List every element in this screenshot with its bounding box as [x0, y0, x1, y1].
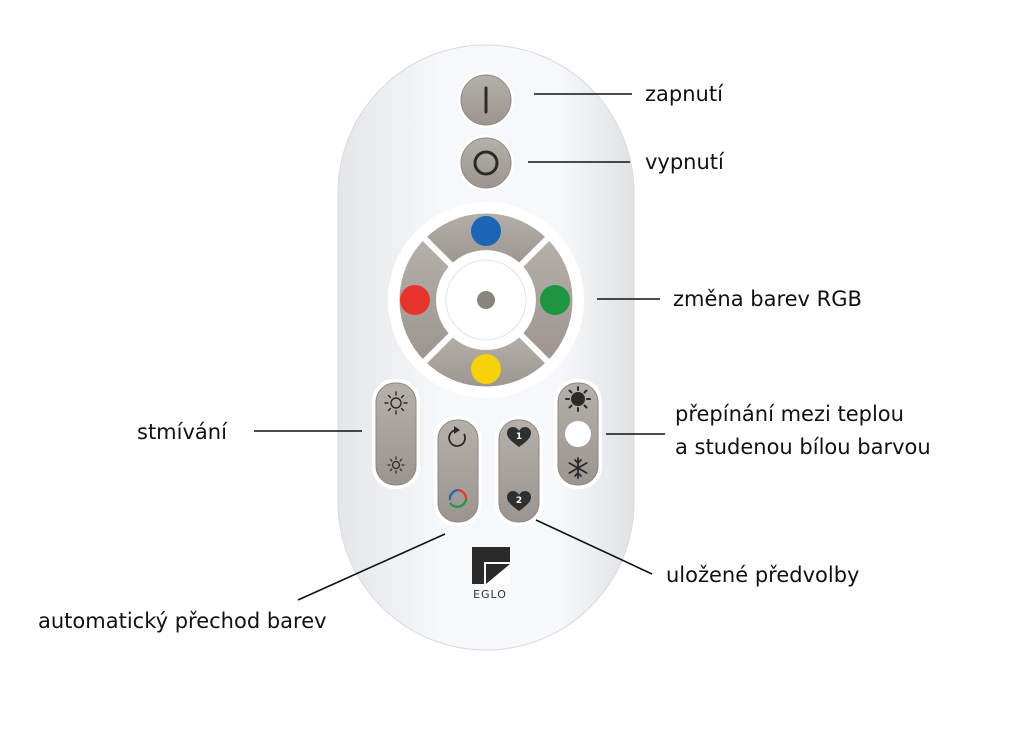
- heart-2-icon: 2: [507, 491, 531, 511]
- eglo-logo: EGLO: [472, 547, 510, 601]
- white-switch-button[interactable]: [554, 379, 602, 489]
- label-dimming: stmívání: [137, 420, 228, 444]
- warm-sun-icon: [565, 386, 591, 412]
- brightness-down-icon: [387, 456, 405, 474]
- label-presets: uložené předvolby: [666, 563, 859, 587]
- label-white-switch-1: přepínání mezi teplou: [675, 402, 904, 426]
- blue-dot: [471, 216, 501, 246]
- power-off-button[interactable]: [458, 135, 514, 191]
- preset-button[interactable]: 1 2: [495, 416, 543, 526]
- color-cycle-icon: [448, 488, 468, 508]
- label-power-on: zapnutí: [645, 82, 724, 106]
- yellow-dot: [471, 354, 501, 384]
- rgb-color-wheel: [388, 202, 584, 398]
- preset-1-label: 1: [516, 432, 522, 442]
- brand-name: EGLO: [473, 588, 507, 601]
- label-auto-transition: automatický přechod barev: [38, 609, 327, 633]
- leader-presets: [535, 519, 653, 575]
- leader-auto-transition: [297, 533, 446, 601]
- dimming-button[interactable]: [372, 379, 420, 489]
- auto-transition-button[interactable]: [434, 416, 482, 526]
- label-white-switch-2: a studenou bílou barvou: [675, 435, 931, 459]
- green-dot: [540, 285, 570, 315]
- power-off-icon: [473, 150, 499, 176]
- power-on-button[interactable]: [458, 72, 514, 128]
- white-indicator: [565, 421, 591, 447]
- brightness-up-icon: [384, 391, 408, 415]
- snowflake-icon: [568, 457, 588, 479]
- refresh-icon: [448, 426, 466, 447]
- center-dot: [477, 291, 495, 309]
- label-rgb-change: změna barev RGB: [673, 287, 862, 311]
- red-dot: [400, 285, 430, 315]
- label-power-off: vypnutí: [645, 150, 725, 174]
- heart-1-icon: 1: [507, 427, 531, 447]
- preset-2-label: 2: [516, 496, 522, 506]
